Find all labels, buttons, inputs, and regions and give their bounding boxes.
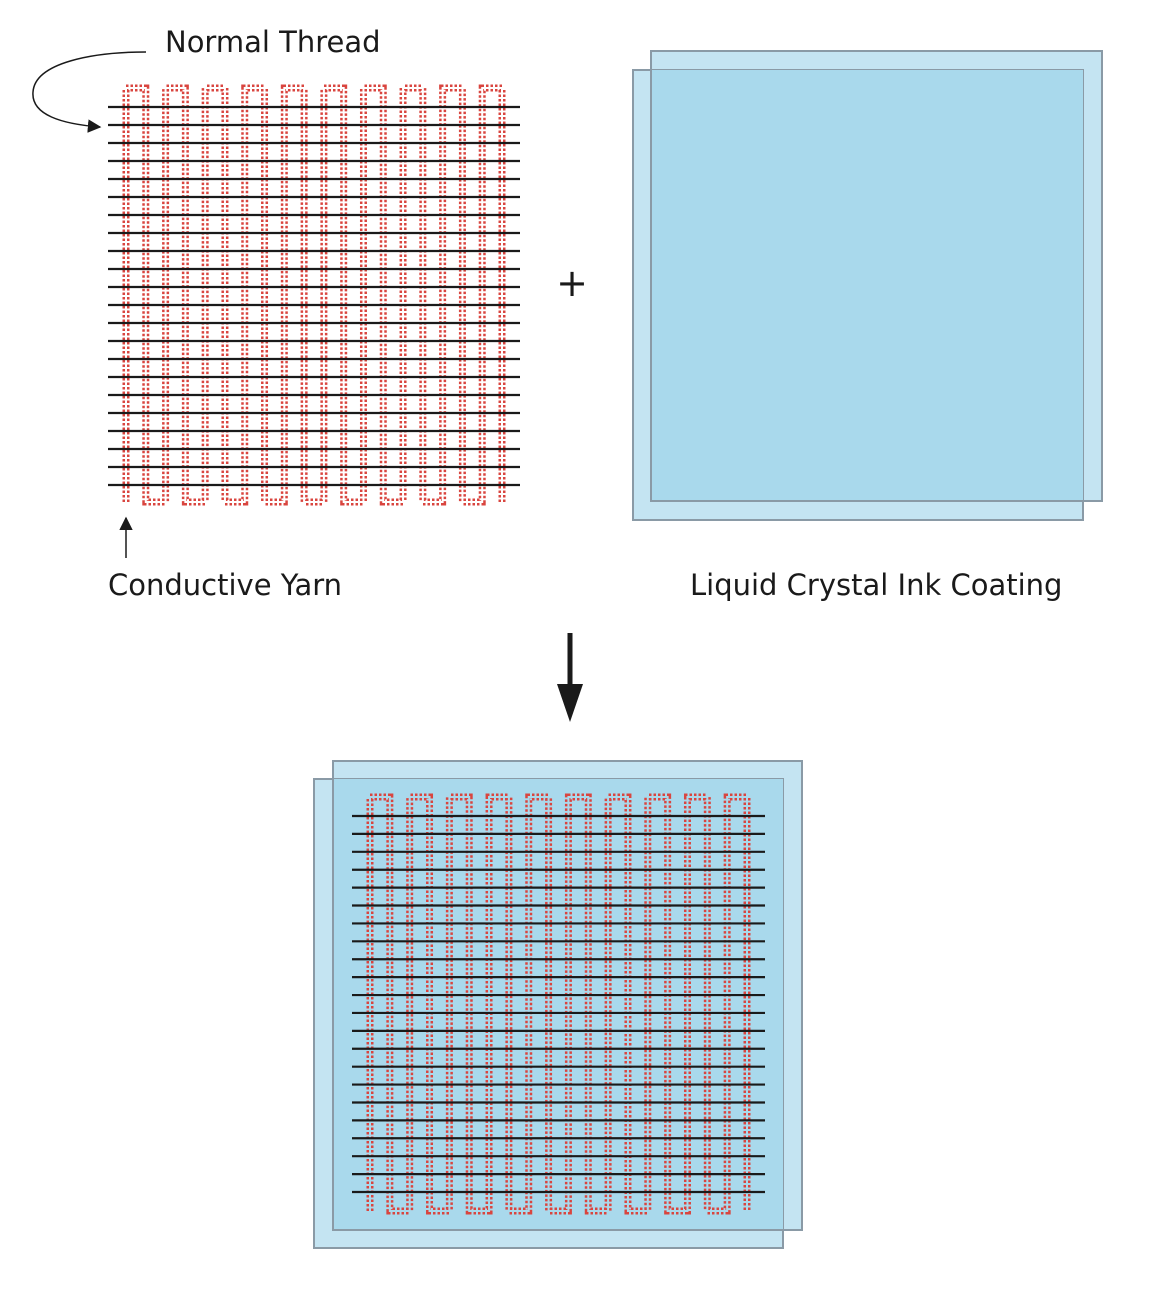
plus-sign: + (556, 261, 588, 305)
fabric-weave-panel (108, 84, 520, 506)
conductive-yarn-gap (125, 87, 503, 503)
coating-sheet-overlap (651, 70, 1083, 501)
result-down-arrow (557, 633, 583, 722)
conductive-yarn-label: Conductive Yarn (108, 568, 342, 602)
combined-sheet-overlap (333, 779, 783, 1230)
normal-thread-label: Normal Thread (165, 25, 381, 59)
liquid-crystal-coating-sheets (632, 50, 1103, 521)
combined-fabric-weave (352, 793, 765, 1215)
combined-sheet-back-edge (332, 779, 783, 1231)
conductive-yarn-gap (369, 796, 748, 1212)
conductive-yarn-strand (122, 84, 506, 506)
normal-thread-pointer-arrow (32, 51, 147, 133)
coating-sheet-back-edge (650, 70, 1083, 502)
liquid-crystal-label: Liquid Crystal Ink Coating (690, 568, 1062, 602)
